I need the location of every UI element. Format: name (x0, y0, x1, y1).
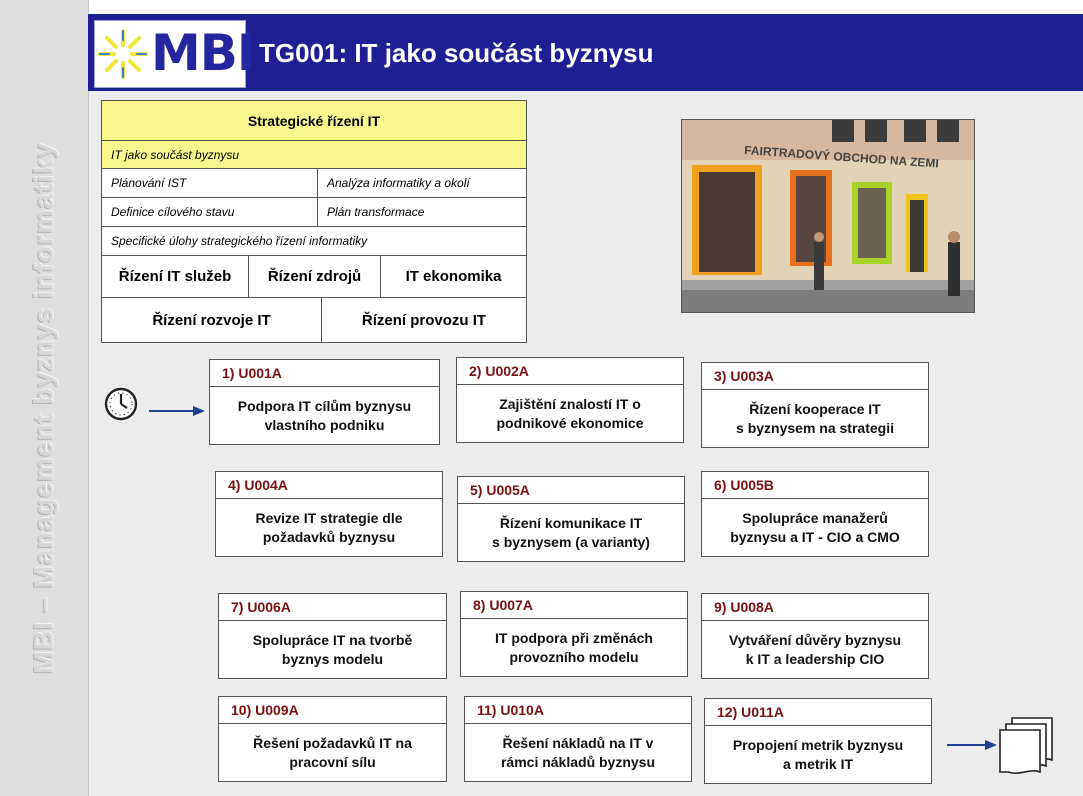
task-card-5: 5) U005A Řízení komunikace IT s byznysem… (457, 476, 685, 562)
table-subtitle: IT jako součást byznysu (111, 147, 240, 162)
task-card-1: 1) U001A Podpora IT cílům byznysu vlastn… (209, 359, 440, 445)
table-title: Strategické řízení IT (247, 112, 381, 129)
task-text: Řízení komunikace IT s byznysem (a varia… (492, 514, 650, 550)
table-cell-analysis: Analýza informatiky a okolí (317, 169, 526, 197)
task-text: Řešení nákladů na IT v rámci nákladů byz… (500, 734, 656, 770)
table-row-specific: Specifické úlohy strategického řízení in… (102, 227, 526, 256)
task-code: 9) U008A (702, 594, 928, 621)
task-card-8: 8) U007A IT podpora při změnách provozní… (460, 591, 688, 677)
side-band: MBI – Management byznys informatiky (0, 0, 89, 796)
table-title-row: Strategické řízení IT (102, 101, 526, 141)
task-text: Revize IT strategie dle požadavků byznys… (255, 509, 403, 545)
table-cell-it-economics: IT ekonomika (380, 256, 526, 297)
task-text: Spolupráce manažerů byznysu a IT - CIO a… (730, 509, 900, 545)
task-code: 2) U002A (457, 358, 683, 385)
task-card-9: 9) U008A Vytváření důvěry byznysu k IT a… (701, 593, 929, 679)
table-cell-definition: Definice cílového stavu (111, 205, 235, 219)
table-subtitle-row: IT jako součást byznysu (102, 141, 526, 169)
table-cell-development: Řízení rozvoje IT (152, 311, 271, 329)
documents-icon (999, 717, 1053, 774)
header-bar: MBI TG001: IT jako součást byznysu (88, 14, 1083, 91)
arrow-right-icon (149, 406, 205, 416)
task-code: 8) U007A (461, 592, 687, 619)
page-title: TG001: IT jako součást byznysu (259, 38, 654, 68)
table-row-management: Řízení IT služeb Řízení zdrojů IT ekonom… (102, 256, 526, 298)
side-band-text: MBI – Management byznys informatiky (28, 142, 59, 674)
table-cell-transformation: Plán transformace (317, 198, 526, 226)
task-code: 7) U006A (219, 594, 446, 621)
table-row-development: Řízení rozvoje IT Řízení provozu IT (102, 298, 526, 342)
table-cell-planning: Plánování IST (111, 176, 187, 190)
arrow-right-icon (947, 740, 997, 750)
sun-icon (98, 29, 148, 79)
task-card-6: 6) U005B Spolupráce manažerů byznysu a I… (701, 471, 929, 557)
task-text: IT podpora při změnách provozního modelu (495, 629, 653, 665)
task-card-11: 11) U010A Řešení nákladů na IT v rámci n… (464, 696, 692, 782)
strategic-table: Strategické řízení IT IT jako součást by… (101, 100, 527, 343)
task-code: 12) U011A (705, 699, 931, 726)
task-card-12: 12) U011A Propojení metrik byznysu a met… (704, 698, 932, 784)
table-row-definition: Definice cílového stavu Plán transformac… (102, 198, 526, 227)
table-cell-operations: Řízení provozu IT (321, 298, 526, 342)
task-code: 1) U001A (210, 360, 439, 387)
task-code: 6) U005B (702, 472, 928, 499)
task-text: Spolupráce IT na tvorbě byznys modelu (252, 631, 413, 667)
task-code: 10) U009A (219, 697, 446, 724)
task-code: 3) U003A (702, 363, 928, 390)
task-code: 11) U010A (465, 697, 691, 724)
task-card-7: 7) U006A Spolupráce IT na tvorbě byznys … (218, 593, 447, 679)
table-row-planning: Plánování IST Analýza informatiky a okol… (102, 169, 526, 198)
task-text: Propojení metrik byznysu a metrik IT (732, 736, 904, 772)
logo-text: MBI (151, 24, 255, 82)
task-text: Zajištění znalostí IT o podnikové ekonom… (496, 395, 644, 431)
task-text: Řízení kooperace IT s byznysem na strate… (736, 400, 894, 436)
task-card-10: 10) U009A Řešení požadavků IT na pracovn… (218, 696, 447, 782)
task-text: Vytváření důvěry byznysu k IT a leadersh… (728, 631, 902, 667)
clock-icon (104, 387, 138, 421)
task-card-3: 3) U003A Řízení kooperace IT s byznysem … (701, 362, 929, 448)
shop-photo: FAIRTRADOVÝ OBCHOD NA ZEMI (681, 119, 975, 313)
task-code: 5) U005A (458, 477, 684, 504)
task-card-2: 2) U002A Zajištění znalostí IT o podniko… (456, 357, 684, 443)
mbi-logo: MBI (94, 20, 255, 88)
table-cell-resources: Řízení zdrojů (248, 256, 380, 297)
table-cell-specific: Specifické úlohy strategického řízení in… (111, 234, 368, 248)
task-code: 4) U004A (216, 472, 442, 499)
task-text: Řešení požadavků IT na pracovní sílu (253, 734, 412, 770)
task-text: Podpora IT cílům byznysu vlastního podni… (237, 397, 412, 433)
table-cell-service-mgmt: Řízení IT služeb (118, 268, 232, 285)
task-card-4: 4) U004A Revize IT strategie dle požadav… (215, 471, 443, 557)
